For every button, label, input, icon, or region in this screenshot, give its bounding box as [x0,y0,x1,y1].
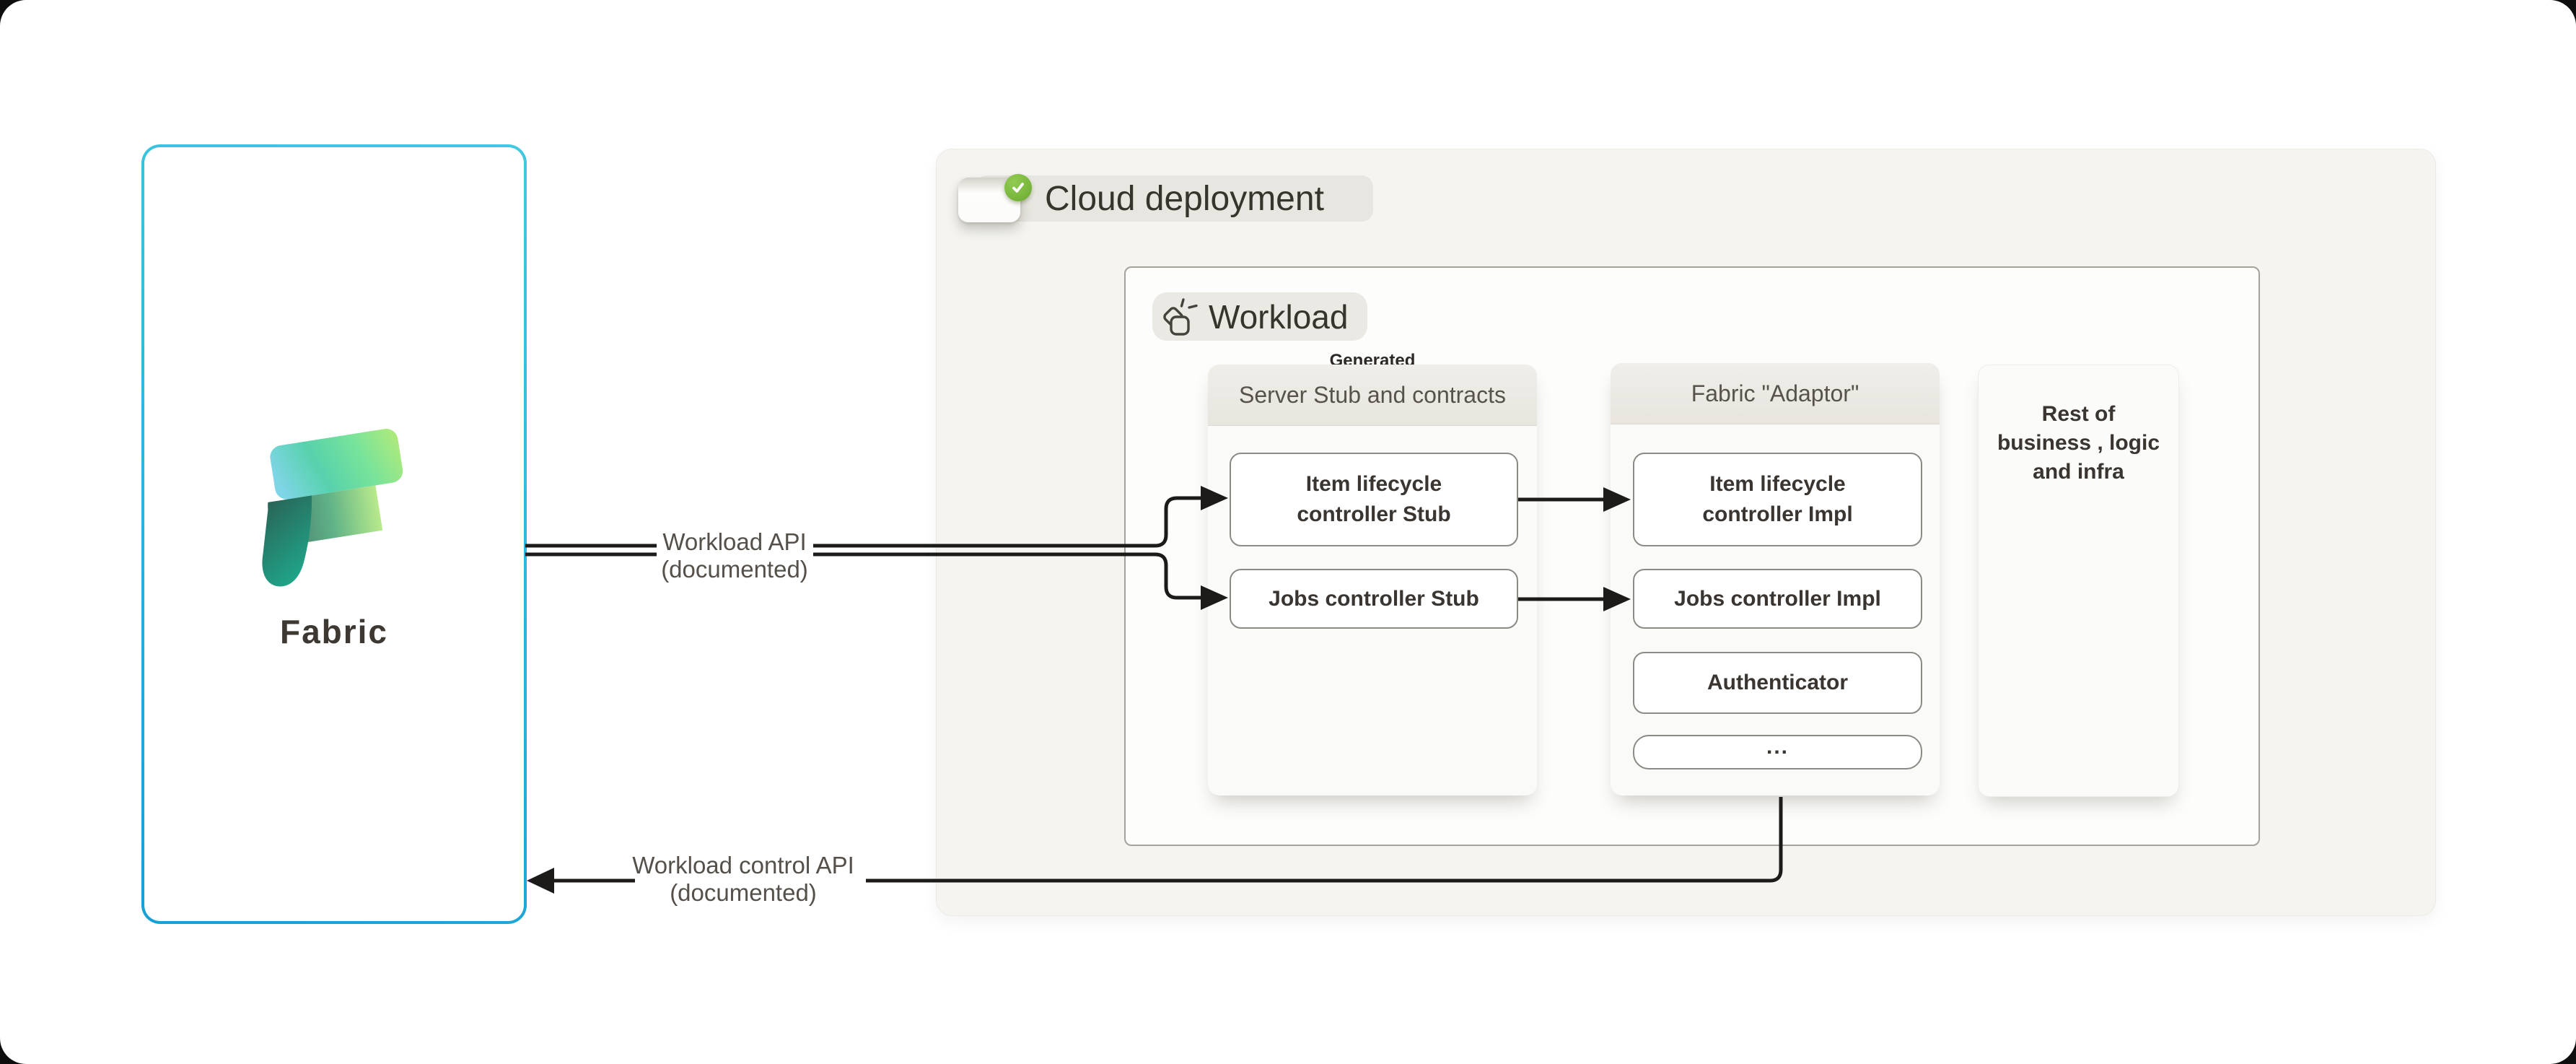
rest-of-business-panel: Rest of business , logic and infra [1978,365,2179,797]
box-label-line: Authenticator [1707,671,1848,694]
check-icon [1004,174,1032,201]
item-lifecycle-controller-stub-box: Item lifecycle controller Stub [1230,453,1518,546]
rest-panel-line: and infra [2033,460,2124,484]
box-label-line: Jobs controller Stub [1269,586,1479,611]
box-label-line: Item lifecycle [1305,472,1442,496]
fabric-adaptor-panel-title: Fabric "Adaptor" [1611,363,1940,424]
connector-label-line: Workload API [662,528,807,555]
connector-label-line: Workload control API [632,852,854,878]
ellipsis-box: ... [1633,735,1922,769]
workload-control-api-label: Workload control API (documented) [628,852,859,907]
box-label-line: Item lifecycle [1709,472,1846,496]
fabric-node-label: Fabric [279,613,389,650]
cloud-deployment-header: Cloud deployment [976,175,1373,222]
jobs-controller-impl-box: Jobs controller Impl [1633,569,1922,629]
rest-panel-line: Rest of [2041,402,2116,426]
connector-label-line: (documented) [670,879,817,906]
fabric-logo-icon [262,429,403,587]
workload-api-label: Workload API (documented) [619,528,850,583]
box-label-line: controller Impl [1702,502,1853,526]
arrowhead [527,868,554,894]
shapes-sparkle-icon [1163,297,1198,336]
workload-title: Workload [1209,297,1349,336]
fabric-node: Fabric [141,144,527,924]
box-label-line: Jobs controller Impl [1674,586,1881,611]
workload-header: Workload [1152,292,1367,341]
server-stub-panel-title: Server Stub and contracts [1208,365,1537,426]
connector-label-line: (documented) [661,556,808,583]
box-label-line: ... [1766,735,1789,759]
authenticator-box: Authenticator [1633,652,1922,714]
box-label-line: controller Stub [1297,502,1451,526]
cloud-deployment-title: Cloud deployment [1045,179,1324,218]
rest-panel-line: business , logic [1997,431,2160,455]
item-lifecycle-controller-impl-box: Item lifecycle controller Impl [1633,453,1922,546]
jobs-controller-stub-box: Jobs controller Stub [1230,569,1518,629]
